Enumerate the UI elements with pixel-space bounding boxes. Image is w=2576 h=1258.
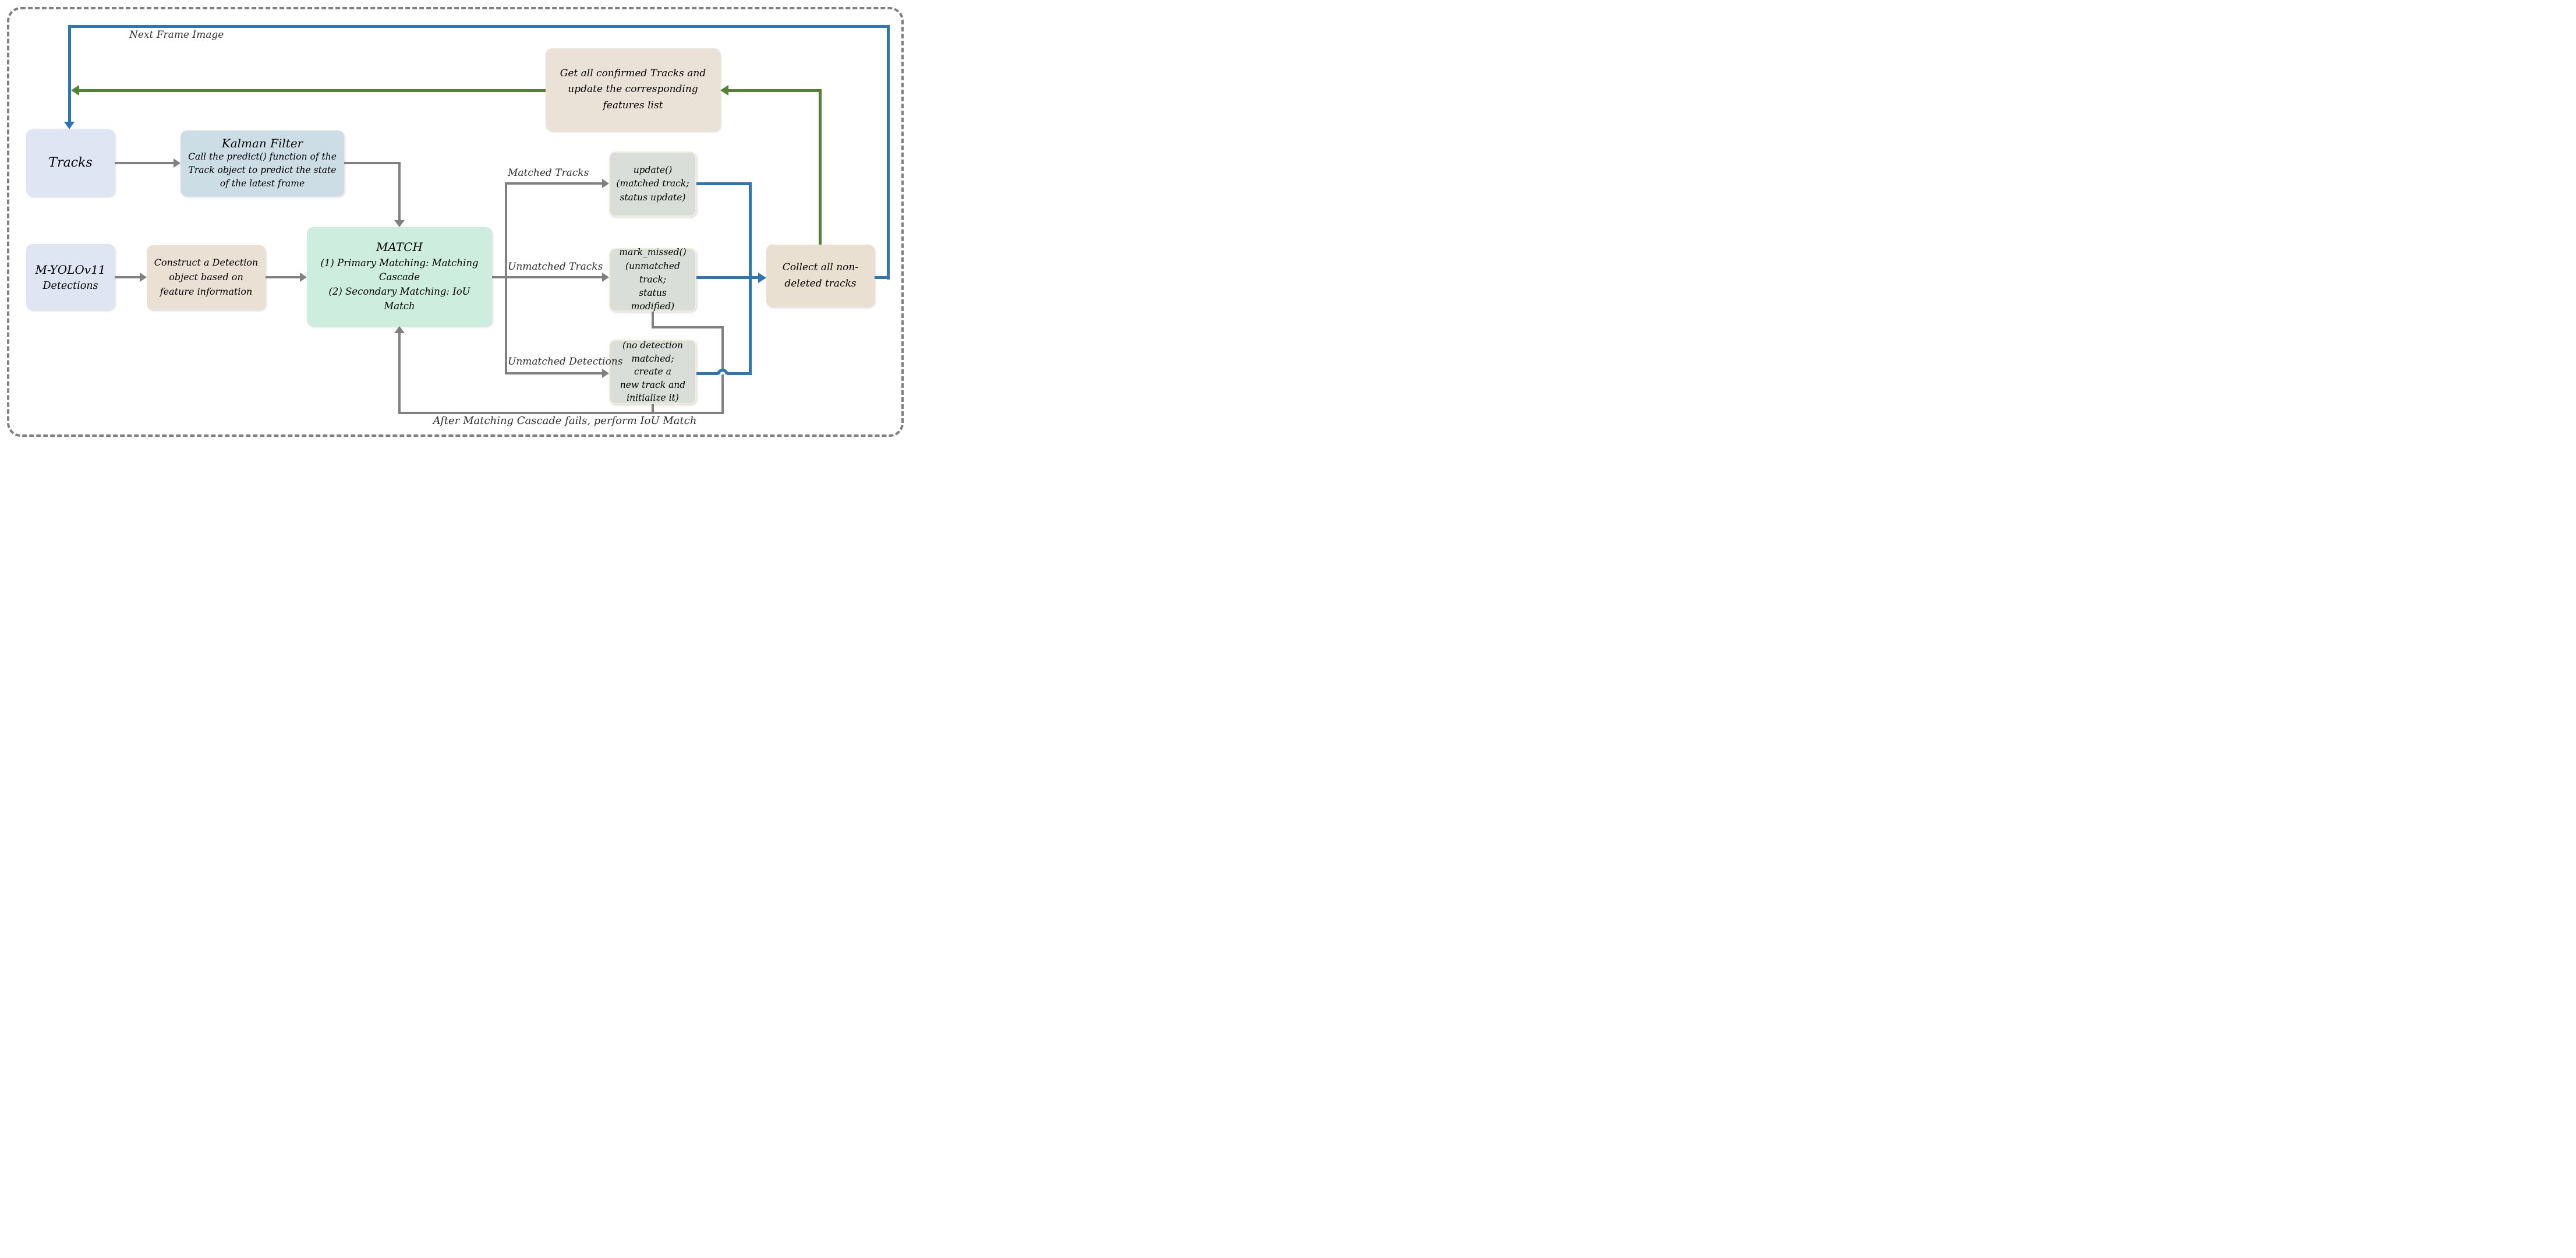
edge-loop-left-vertical (68, 25, 71, 123)
node-tracks: Tracks (26, 129, 115, 196)
label-next-frame-image: Next Frame Image (129, 29, 224, 41)
edge-branch-unmatched-detections (506, 372, 602, 374)
arrowhead-into-update (602, 179, 609, 188)
edge-feedback-up-to-match (398, 333, 401, 414)
node-myolo-title: M-YOLOv11 (35, 262, 106, 277)
arrowhead-into-new-track (602, 369, 609, 378)
node-mark-missed-line2: (unmatched track; (625, 260, 680, 285)
node-construct-detection: Construct a Detection object based on fe… (147, 245, 266, 310)
edge-newtrack-out-blue (696, 372, 718, 375)
label-iou-match-note: After Matching Cascade fails, perform Io… (433, 415, 697, 427)
node-kalman-body: Call the predict() function of the Track… (188, 151, 337, 189)
arrowhead-into-mark-missed (602, 273, 609, 282)
tracking-pipeline-diagram: Tracks Kalman Filter Call the predict() … (0, 0, 913, 446)
arrowhead-green-at-loop (71, 85, 79, 96)
node-new-track-line3: new track and (620, 379, 686, 390)
node-tracks-label: Tracks (48, 156, 93, 170)
label-unmatched-detections: Unmatched Detections (508, 356, 623, 367)
edge-markmissed-out-blue (696, 276, 758, 279)
edge-loop-top-horizontal (68, 25, 889, 28)
arrowhead-construct-to-match (300, 273, 307, 282)
node-kalman-filter: Kalman Filter Call the predict() functio… (181, 130, 344, 196)
arrowhead-tracks-to-kalman (174, 158, 181, 168)
edge-kalman-down-to-match (398, 162, 401, 220)
node-new-track-line1: (no detection (622, 340, 683, 351)
arrowhead-into-match-bottom (394, 326, 405, 333)
edge-markmissed-right (652, 326, 724, 328)
arrowhead-myolo-to-construct (140, 273, 147, 282)
label-unmatched-tracks: Unmatched Tracks (508, 261, 603, 273)
node-new-track: (no detection matched; create a new trac… (609, 340, 696, 404)
edge-green-to-getconfirmed (728, 89, 820, 92)
node-match: MATCH (1) Primary Matching: Matching Cas… (307, 227, 492, 326)
edge-branch-matched (506, 182, 602, 185)
node-match-line2: (2) Secondary Matching: IoU Match (328, 286, 470, 312)
node-collect-body: Collect all non-deleted tracks (782, 262, 859, 289)
edge-feedback-horizontal (398, 412, 724, 414)
arrowhead-into-collect (758, 273, 766, 283)
node-kalman-title: Kalman Filter (221, 136, 303, 150)
node-collect-tracks: Collect all non-deleted tracks (766, 245, 875, 307)
node-update-line3: status update) (620, 192, 686, 203)
edge-tracks-to-kalman (115, 162, 174, 164)
edge-loop-right-vertical (887, 25, 890, 280)
arrowhead-into-match-top (394, 220, 405, 227)
edge-collect-out-blue (875, 276, 890, 279)
dashed-outer-border (7, 7, 904, 437)
node-construct-body: Construct a Detection object based on fe… (154, 257, 259, 297)
node-update-line1: update() (633, 165, 673, 176)
edge-markmissed-down (652, 312, 654, 328)
edge-blue-bridge-hop (717, 369, 728, 374)
node-get-confirmed-body: Get all confirmed Tracks and update the … (560, 68, 706, 111)
edge-newtrack-down (652, 404, 654, 414)
arrowhead-into-getconfirmed (720, 85, 728, 96)
edge-branch-trunk (505, 182, 507, 374)
edge-getconfirmed-to-tracksloop (79, 89, 546, 92)
node-match-title: MATCH (376, 239, 423, 254)
edge-match-out (492, 276, 602, 278)
node-update: update() (matched track; status update) (609, 151, 696, 217)
arrowhead-into-tracks (64, 122, 75, 129)
node-new-track-line4: initialize it) (627, 393, 679, 404)
edge-myolo-to-construct (115, 276, 140, 278)
node-match-line1: (1) Primary Matching: Matching Cascade (320, 257, 479, 283)
edge-kalman-out (344, 162, 401, 164)
edge-newtrack-out-blue2 (727, 372, 752, 375)
edge-construct-to-match (266, 276, 300, 278)
node-new-track-line2: matched; create a (631, 353, 674, 377)
edge-collect-up-green (819, 89, 822, 245)
node-update-line2: (matched track; (616, 178, 689, 189)
node-mark-missed-line3: status modified) (631, 288, 675, 312)
label-matched-tracks: Matched Tracks (508, 167, 589, 179)
node-myolo-subtitle: Detections (43, 280, 98, 292)
node-mark-missed: mark_missed() (unmatched track; status m… (609, 247, 696, 312)
edge-update-out-blue (696, 182, 751, 185)
node-mark-missed-line1: mark_missed() (619, 247, 687, 258)
node-myolo-detections: M-YOLOv11 Detections (26, 244, 115, 310)
node-get-confirmed-tracks: Get all confirmed Tracks and update the … (546, 48, 720, 131)
